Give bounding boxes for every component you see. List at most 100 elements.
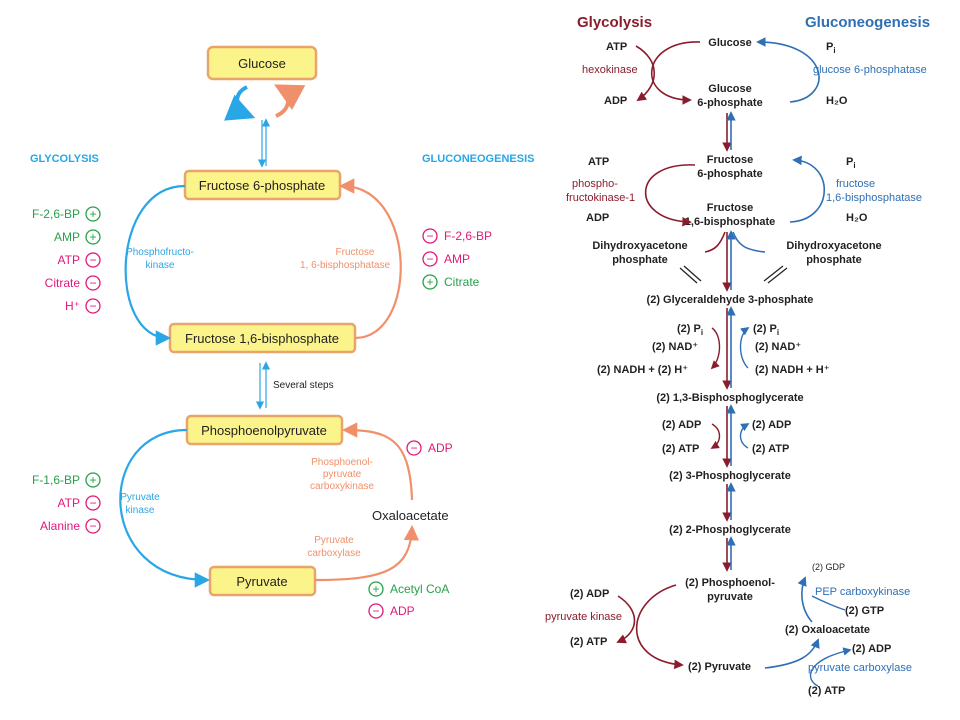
r-pgk-blue-curve (739, 423, 750, 449)
regulator-name: Citrate (45, 276, 81, 290)
pc-label-2: carboxylase (307, 548, 361, 559)
r-gapdh-nadh-right: (2) NADH + H⁺ (755, 364, 830, 376)
regulator-name: AMP (444, 252, 470, 266)
r-pk-adp: (2) ADP (570, 588, 609, 600)
r-fbpase1-label-2: 1,6-bisphosphatase (826, 192, 922, 204)
pyruvate-label: Pyruvate (236, 574, 287, 589)
r-g6p-label-1: Glucose (708, 83, 751, 95)
r-dhap-right-2: phosphate (806, 254, 862, 266)
gluconeogenesis-label: GLUCONEOGENESIS (422, 153, 534, 165)
r-pep-label-1: (2) Phosphoenol- (685, 577, 775, 589)
r-pc-adp: (2) ADP (852, 643, 891, 655)
r-pepck-gtp-curve (811, 595, 846, 611)
regulator-sign: − (426, 252, 433, 266)
regulator-sign-inhibitor-icon (85, 495, 101, 511)
regulator-sign-activator-icon (368, 581, 384, 597)
pfk-label-1: Phosphofructo- (126, 247, 194, 258)
pfk-label-2: kinase (146, 260, 175, 271)
regulator-sign: − (410, 441, 417, 455)
pc-label-1: Pyruvate (314, 535, 354, 546)
r-gapdh-nad-left: (2) NAD⁺ (652, 341, 698, 353)
r-pfk1-arrow (644, 164, 696, 227)
pk-label-1: Pyruvate (120, 492, 160, 503)
pepck-label-3: carboxykinase (310, 481, 374, 492)
pepck-label-2: pyruvate (323, 469, 362, 480)
r-dhap-right-eq-2 (763, 265, 784, 282)
r-pep-label-2: pyruvate (707, 591, 753, 603)
regulator-sign-inhibitor-icon (85, 298, 101, 314)
regulator-name: AMP (54, 230, 80, 244)
r-dhap-left-1: Dihydroxyacetone (592, 240, 687, 252)
regulator-sign: − (89, 299, 96, 313)
glucose-cycle-orange-arrow (274, 84, 306, 118)
regulator-name: ADP (428, 441, 453, 455)
r-gtp-label: (2) GTP (845, 605, 884, 617)
r-hexokinase-atp: ATP (606, 41, 627, 53)
r-f6p-label-2: 6-phosphate (697, 168, 762, 180)
regulator-name: F-1,6-BP (32, 473, 80, 487)
r-gap-label: (2) Glyceraldehyde 3-phosphate (647, 294, 814, 306)
r-glucose-label: Glucose (708, 37, 751, 49)
regulator-sign: + (89, 207, 96, 221)
r-gdp-label: (2) GDP (812, 562, 845, 572)
r-dhap-right-1: Dihydroxyacetone (786, 240, 881, 252)
regulator-sign-activator-icon (85, 206, 101, 222)
r-pgk-adp-right: (2) ADP (752, 419, 791, 431)
r-pepck-arrow (797, 576, 813, 623)
r-hexokinase-label: hexokinase (582, 64, 638, 76)
r-f6p-label-1: Fructose (707, 154, 753, 166)
pk-arc (119, 428, 211, 588)
regulator-sign: + (372, 582, 379, 596)
r-gapdh-nadh-left: (2) NADH + (2) H⁺ (597, 364, 688, 376)
pep-label: Phosphoenolpyruvate (201, 423, 327, 438)
r-pk-cofactor (616, 595, 636, 644)
r-gapdh-red-curve (710, 327, 721, 370)
r-fbpase1-arrow (789, 155, 825, 223)
fbpase-label-2: 1, 6-bisphosphatase (300, 260, 391, 271)
regulator-sign-activator-icon (422, 274, 438, 290)
regulator-name: ATP (58, 253, 80, 267)
regulator-sign: − (89, 519, 96, 533)
r-g6pase-h2o: H₂O (826, 95, 848, 107)
regulator-name: ATP (58, 496, 80, 510)
r-pc-cofactor-curve (809, 647, 852, 687)
r-g6pase-arrow (756, 37, 820, 103)
regulator-name: ADP (390, 604, 415, 618)
regulator-sign: + (89, 473, 96, 487)
left-diagram: Glucose GLYCOLYSIS GLUCONEOGENESIS Fruct… (30, 45, 534, 619)
regulator-sign-inhibitor-icon (368, 603, 384, 619)
r-pfk1-atp: ATP (588, 156, 609, 168)
regulator-name: Citrate (444, 275, 480, 289)
r-fbpase1-h2o: H₂O (846, 212, 868, 224)
r-f16bp-label-2: 1,6-bisphosphate (685, 216, 775, 228)
r-pgk-adp-left: (2) ADP (662, 419, 701, 431)
r-pgk-atp-left: (2) ATP (662, 443, 699, 455)
r-gapdh-pi-right: (2) Pi (753, 323, 779, 337)
regulator-name: F-2,6-BP (32, 207, 80, 221)
r-pk-arrow (635, 584, 684, 670)
r-pk-label: pyruvate kinase (545, 611, 622, 623)
fbpase-arc (338, 178, 402, 340)
r-g6p-label-2: 6-phosphate (697, 97, 762, 109)
regulator-sign-activator-icon (85, 229, 101, 245)
r-hexokinase-arrow (651, 41, 701, 105)
glycolysis-title: Glycolysis (577, 14, 652, 31)
r-pfk1-adp: ADP (586, 212, 609, 224)
regulator-sign: − (89, 253, 96, 267)
r-oxaloacetate-label: (2) Oxaloacetate (785, 624, 870, 636)
pepck-label-1: Phosphoenol- (311, 457, 373, 468)
f16bp-label: Fructose 1,6-bisphosphate (185, 331, 339, 346)
pc-arc (314, 524, 420, 582)
glucose-cycle-blue-arrow (223, 85, 256, 121)
regulator-sign: − (89, 496, 96, 510)
r-dhap-left-2: phosphate (612, 254, 668, 266)
r-fbpase1-label-1: fructose (836, 178, 875, 190)
regulator-sign-activator-icon (85, 472, 101, 488)
regulator-sign: − (372, 604, 379, 618)
regulator-sign: − (426, 229, 433, 243)
r-pepck-label: PEP carboxykinase (815, 586, 910, 598)
regulator-sign-inhibitor-icon (422, 228, 438, 244)
regulator-name: Alanine (40, 519, 80, 533)
pk-label-2: kinase (126, 505, 155, 516)
